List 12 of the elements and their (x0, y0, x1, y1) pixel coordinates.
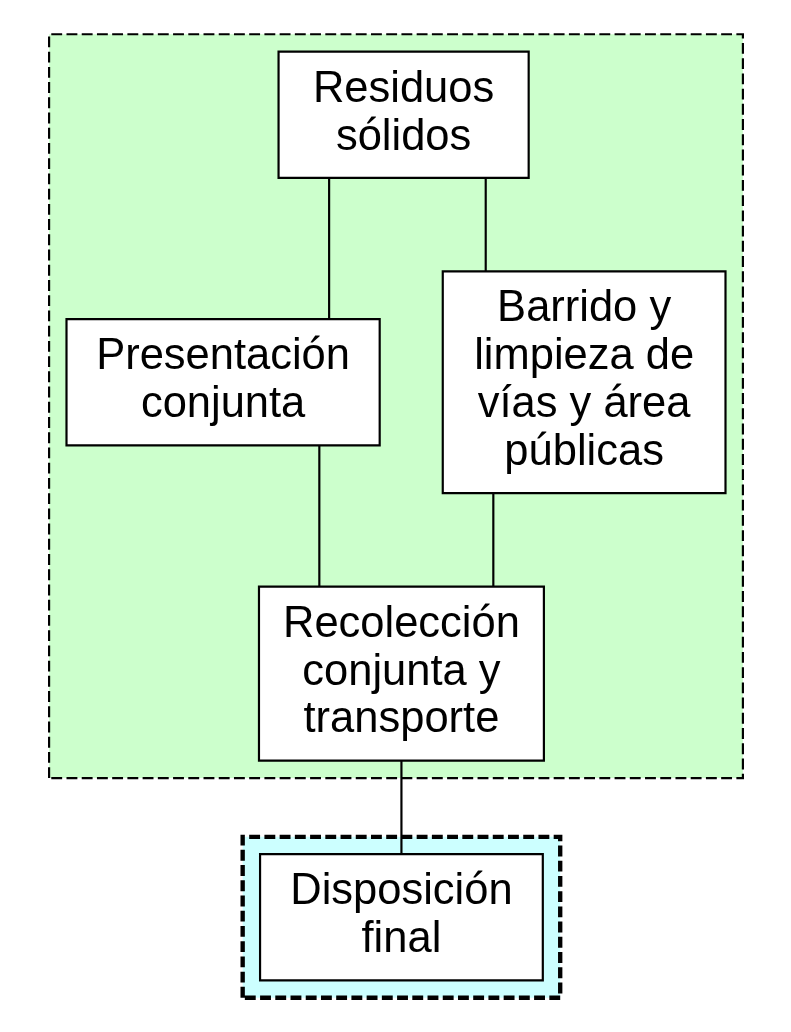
cluster (47, 33, 744, 780)
node-box: Presentación conjunta (64, 318, 381, 447)
connector (491, 493, 494, 587)
node-box: Recolección conjunta y transporte (257, 585, 545, 762)
node-box: Residuos sólidos (276, 50, 530, 179)
connector (327, 178, 330, 319)
connector (484, 178, 487, 272)
cluster (240, 834, 562, 1000)
connector (317, 445, 320, 587)
connector (399, 760, 403, 854)
node-box: Disposición final (258, 853, 544, 982)
node-box: Barrido y limpieza de vías y área públicas (441, 270, 727, 495)
